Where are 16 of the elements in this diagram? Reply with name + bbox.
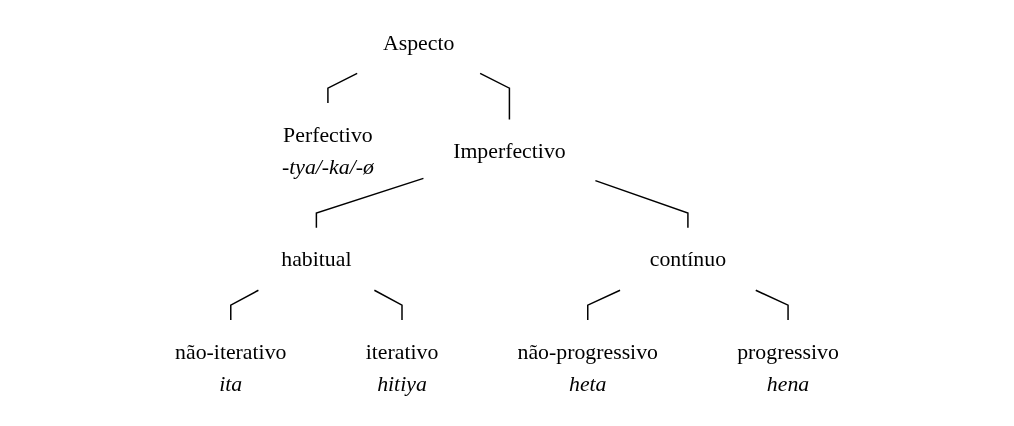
connector	[373, 289, 403, 321]
node-text: iterativo hitiya	[365, 338, 439, 397]
node-text: habitual	[281, 246, 352, 272]
connector	[315, 177, 425, 229]
node-text: Imperfectivo	[453, 138, 566, 163]
node-text: não-iterativo ita	[175, 338, 287, 397]
connector	[587, 289, 621, 321]
node-text: não-progressivo heta	[517, 338, 658, 397]
node-text: contínuo	[649, 246, 727, 272]
node-text: Perfectivo -tya/-ka/-ø	[281, 121, 374, 180]
connector	[327, 72, 358, 104]
node-text: Aspecto	[382, 29, 455, 55]
connector	[594, 179, 689, 229]
connector	[230, 289, 260, 321]
connector	[755, 289, 789, 321]
node-text: progressivo hena	[737, 338, 839, 397]
